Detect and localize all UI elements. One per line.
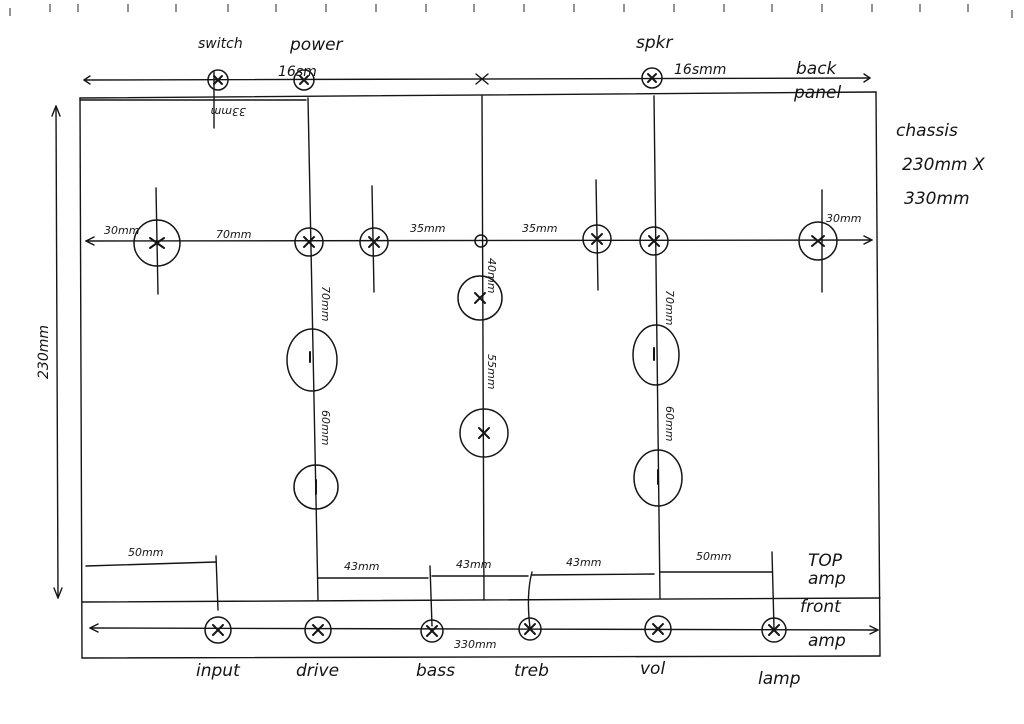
- spkr-dim-label: 16smm: [674, 62, 726, 78]
- dim-drive-70: 70mm: [319, 286, 332, 321]
- control-hole-treb: [518, 617, 542, 641]
- paper-perforation: [9, 4, 1013, 18]
- control-hole-drive: [304, 616, 332, 644]
- chassis-note-height: 230mm X: [902, 155, 985, 175]
- panel-label: panel: [793, 83, 841, 103]
- front-amp-label-1: front: [800, 597, 842, 617]
- top-amp-label-2: amp: [808, 569, 846, 589]
- transformer-hole: [293, 464, 339, 510]
- control-hole-lamp: [761, 617, 787, 643]
- spkr-label: spkr: [636, 33, 673, 53]
- dim-35b: 35mm: [522, 222, 557, 235]
- transformer-hole: [632, 324, 680, 386]
- back-label: back: [796, 59, 838, 79]
- mounting-holes: [133, 67, 838, 644]
- dim-35a: 35mm: [410, 222, 445, 235]
- switch-label: switch: [198, 36, 243, 52]
- transformer-hole: [633, 449, 683, 507]
- socket-hole: [639, 226, 669, 256]
- height-dim-label: 230mm: [36, 325, 52, 379]
- switch-hole: [207, 69, 229, 91]
- control-hole-bass: [420, 619, 444, 643]
- dim-width-330: 330mm: [454, 638, 496, 651]
- power-hole: [293, 69, 315, 91]
- control-label-input: input: [196, 661, 241, 681]
- control-label-lamp: lamp: [758, 669, 801, 689]
- dim-center-40: 40mm: [485, 258, 498, 293]
- socket-hole: [474, 234, 488, 248]
- chassis-note-width: 330mm: [904, 189, 970, 209]
- dim-43a: 43mm: [344, 560, 379, 573]
- power-label: power: [289, 35, 344, 55]
- construction-lines: [85, 71, 879, 635]
- power-dim-label: 16sm: [278, 64, 317, 80]
- socket-hole: [359, 227, 389, 257]
- transformer-hole: [457, 275, 503, 321]
- control-label-vol: vol: [640, 659, 665, 679]
- socket-hole: [133, 219, 181, 267]
- socket-hole: [294, 227, 324, 257]
- transformer-hole: [459, 408, 509, 458]
- chassis-note-title: chassis: [896, 121, 958, 141]
- socket-hole: [582, 224, 612, 254]
- dim-50a: 50mm: [128, 546, 163, 559]
- chassis-outline: [79, 73, 881, 659]
- dim-50b: 50mm: [696, 550, 731, 563]
- control-label-bass: bass: [416, 661, 455, 681]
- dim-center-55: 55mm: [485, 354, 498, 389]
- control-label-treb: treb: [514, 661, 549, 681]
- transformer-hole: [286, 328, 338, 392]
- dim-70: 70mm: [216, 228, 251, 241]
- dim-drive-60: 60mm: [319, 410, 332, 445]
- dim-43c: 43mm: [566, 556, 601, 569]
- dim-vol-70: 70mm: [663, 290, 676, 325]
- socket-hole: [798, 221, 838, 261]
- dim-vol-60: 60mm: [663, 406, 676, 441]
- spkr-hole: [641, 67, 663, 89]
- dim-43b: 43mm: [456, 558, 491, 571]
- dim-left-30: 30mm: [104, 224, 139, 237]
- control-label-drive: drive: [296, 661, 339, 681]
- top-amp-label-1: TOP: [808, 551, 843, 571]
- control-hole-vol: [644, 615, 672, 643]
- control-hole-input: [204, 616, 232, 644]
- dim-right-30: 30mm: [826, 212, 861, 225]
- height-dimension: 230mm: [36, 105, 63, 599]
- front-amp-label-2: amp: [808, 631, 846, 651]
- switch-offset-dim: 33mm: [211, 105, 246, 118]
